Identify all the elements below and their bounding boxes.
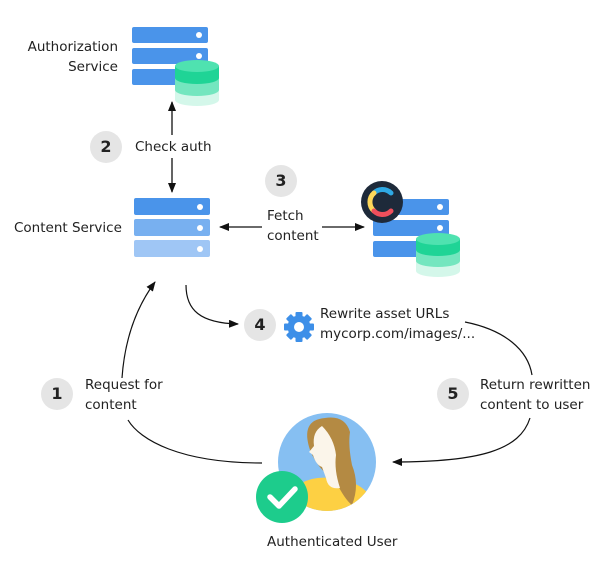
cms-database-icon	[416, 233, 460, 277]
user-label: Authenticated User	[267, 534, 398, 550]
step-5-label-line2: content to user	[480, 397, 584, 413]
request-arrow	[121, 281, 156, 379]
step-1-label-line1: Request for	[85, 377, 163, 393]
return-arrow	[392, 417, 531, 466]
content-service-label: Content Service	[14, 220, 122, 236]
auth-server-icon	[132, 27, 208, 85]
return-curve-upper	[464, 321, 533, 376]
step-3-label-line1: Fetch	[267, 208, 304, 224]
step-3-badge: 3	[265, 165, 297, 197]
step-2-label: Check auth	[135, 139, 212, 155]
step-1-label: Request for content	[85, 375, 163, 415]
step-4-label: Rewrite asset URLs mycorp.com/images/...	[320, 304, 475, 344]
step-4-badge: 4	[244, 309, 276, 341]
gear-icon	[284, 312, 314, 342]
step-4-label-line2: mycorp.com/images/...	[320, 326, 476, 342]
step-1-label-line2: content	[85, 397, 137, 413]
step-3-label-line2: content	[267, 228, 319, 244]
step-2-badge: 2	[90, 131, 122, 163]
step-1-badge: 1	[41, 378, 73, 410]
step-3-label: Fetch content	[267, 206, 319, 246]
cms-logo-icon	[361, 181, 403, 223]
step-5-label-line1: Return rewritten	[480, 377, 591, 393]
content-server-icon	[134, 198, 210, 257]
auth-service-label-line1: Authorization	[27, 39, 118, 55]
rewrite-arrow	[185, 284, 239, 328]
request-curve-lower	[127, 419, 263, 464]
auth-database-icon	[175, 60, 219, 106]
auth-service-label-line2: Service	[68, 59, 118, 75]
step-5-label: Return rewritten content to user	[480, 375, 590, 415]
step-5-badge: 5	[437, 378, 469, 410]
check-badge-icon	[256, 471, 308, 523]
step-4-label-line1: Rewrite asset URLs	[320, 306, 450, 322]
auth-service-label: Authorization Service	[18, 37, 118, 77]
